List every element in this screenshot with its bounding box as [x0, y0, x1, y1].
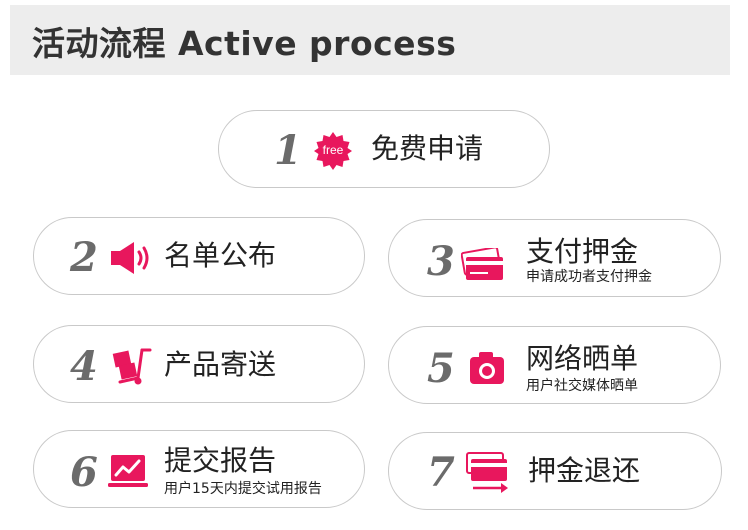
- megaphone-icon: [110, 240, 152, 276]
- step-5-card: 5 网络晒单 用户社交媒体晒单: [388, 326, 721, 404]
- page-title: 活动流程 Active process: [32, 24, 457, 63]
- step-subtitle: 用户15天内提交试用报告: [164, 481, 322, 497]
- section-header: 活动流程 Active process: [10, 5, 730, 75]
- laptop-chart-icon: [108, 453, 148, 489]
- step-number: 1: [274, 127, 302, 174]
- step-7-card: 7 押金退还: [388, 432, 722, 510]
- step-title: 押金退还: [528, 454, 641, 487]
- card-refund-icon: [465, 451, 509, 495]
- step-title: 提交报告: [164, 444, 277, 477]
- step-title: 产品寄送: [164, 348, 277, 381]
- step-1-card: 1 free 免费申请: [218, 110, 550, 188]
- free-badge-icon: free: [313, 131, 353, 171]
- step-2-card: 2 名单公布: [33, 217, 365, 295]
- step-title: 名单公布: [164, 239, 277, 272]
- camera-icon: [469, 351, 505, 385]
- step-title: 支付押金: [526, 235, 639, 268]
- credit-card-icon: [460, 246, 505, 282]
- step-number: 7: [427, 449, 455, 496]
- step-subtitle: 用户社交媒体晒单: [526, 378, 638, 394]
- step-number: 6: [70, 449, 98, 496]
- step-title: 网络晒单: [526, 342, 639, 375]
- step-number: 5: [427, 345, 455, 392]
- step-number: 4: [70, 343, 98, 390]
- step-title: 免费申请: [371, 132, 484, 165]
- step-3-card: 3 支付押金 申请成功者支付押金: [388, 219, 721, 297]
- step-subtitle: 申请成功者支付押金: [526, 269, 652, 285]
- step-6-card: 6 提交报告 用户15天内提交试用报告: [33, 430, 365, 508]
- step-number: 2: [70, 234, 98, 281]
- step-4-card: 4 产品寄送: [33, 325, 365, 403]
- hand-truck-icon: [110, 348, 154, 386]
- step-number: 3: [427, 238, 455, 285]
- free-badge-text: free: [322, 143, 344, 157]
